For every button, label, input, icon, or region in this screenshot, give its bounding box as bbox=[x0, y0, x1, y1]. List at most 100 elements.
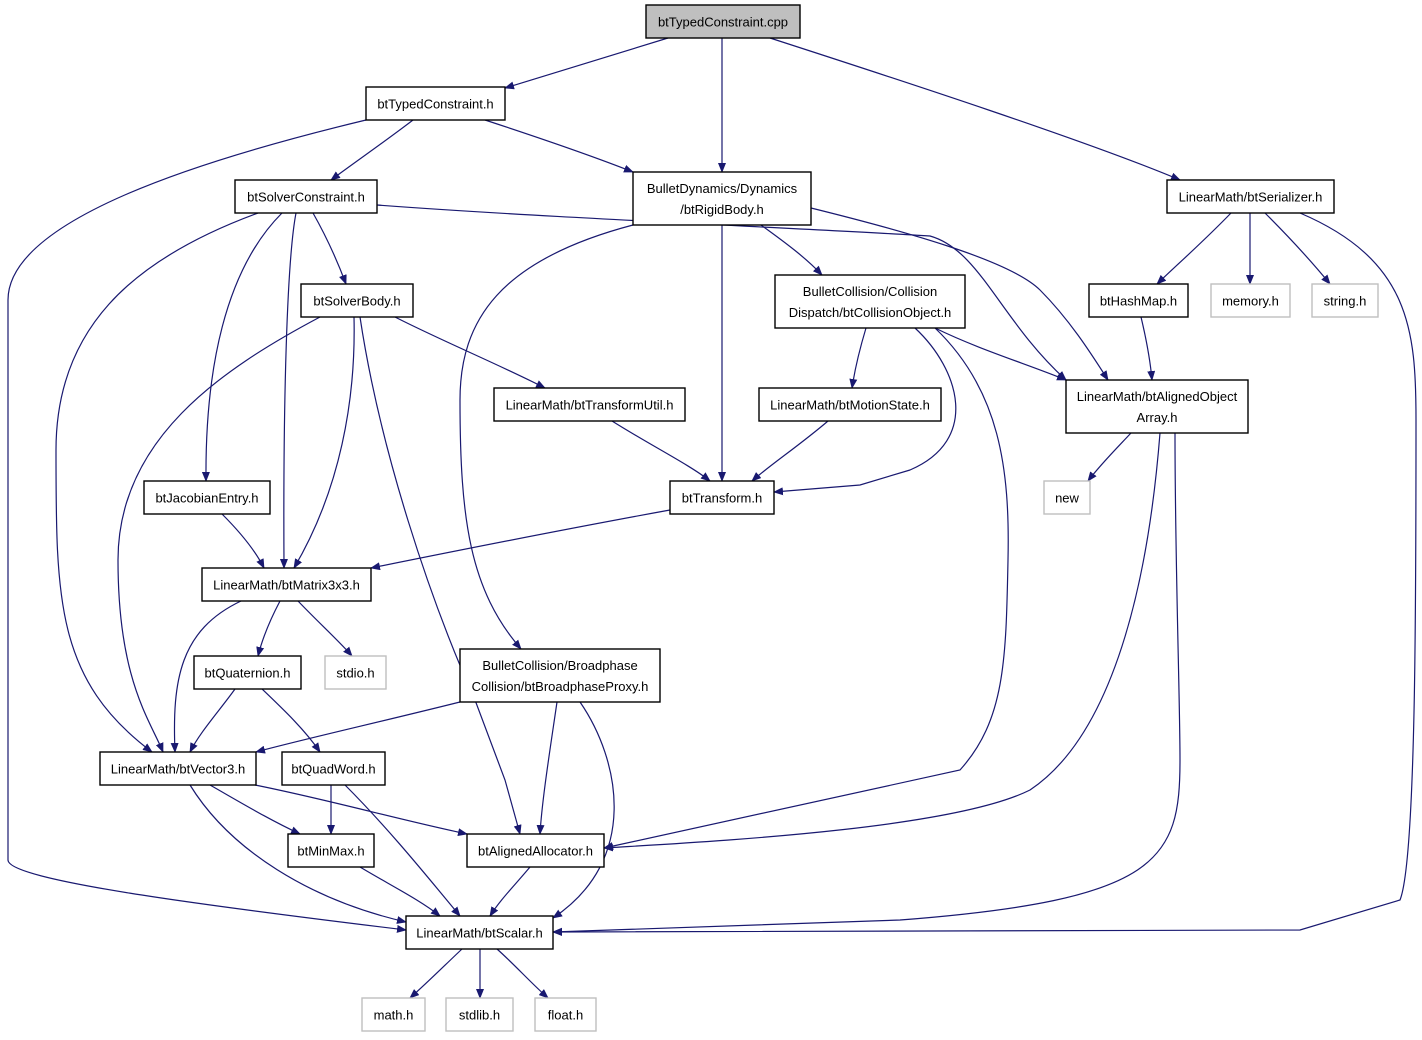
node-box bbox=[534, 997, 597, 1032]
edge-motionstate-to-transform bbox=[751, 420, 829, 482]
edge-vector3-to-minmax bbox=[209, 784, 301, 835]
node-box bbox=[287, 833, 375, 868]
edge-broadphase-to-alignedalloc bbox=[536, 701, 558, 835]
node-label: btTransform.h bbox=[682, 491, 762, 506]
node-label: btMinMax.h bbox=[297, 844, 364, 859]
edge-typed_h-to-scalar bbox=[7, 119, 407, 933]
edge-alignedalloc-to-scalar bbox=[489, 866, 531, 917]
node-label: LinearMath/btAlignedObject bbox=[1077, 389, 1238, 404]
node-box bbox=[99, 751, 257, 786]
edge-typed_cpp-to-serializer bbox=[769, 37, 1181, 181]
node-label: btHashMap.h bbox=[1100, 294, 1177, 309]
node-label: float.h bbox=[548, 1008, 583, 1023]
edge-scalar-to-math bbox=[409, 948, 463, 999]
node-layer: btTypedConstraint.cpp btTypedConstraint.h… bbox=[99, 4, 1379, 1032]
node-label: BulletCollision/Broadphase bbox=[482, 658, 637, 673]
node-transform[interactable]: btTransform.h bbox=[669, 480, 775, 515]
node-box bbox=[361, 997, 426, 1032]
node-vector3[interactable]: LinearMath/btVector3.h bbox=[99, 751, 257, 786]
edge-broadphase-to-scalar bbox=[552, 701, 615, 919]
edge-rigidbody-to-broadphase bbox=[459, 224, 634, 650]
node-label: memory.h bbox=[1222, 294, 1279, 309]
edge-jacobian-to-matrix3x3 bbox=[221, 513, 265, 569]
node-typed-h[interactable]: btTypedConstraint.h bbox=[365, 86, 506, 121]
node-label: Collision/btBroadphaseProxy.h bbox=[472, 679, 649, 694]
edge-alignedarray-to-alignedalloc bbox=[603, 432, 1161, 852]
edge-serializer-to-hashmap bbox=[1156, 212, 1232, 285]
edge-solverconstraint-to-matrix3x3 bbox=[279, 212, 297, 569]
node-box bbox=[1166, 179, 1335, 214]
node-math: math.h bbox=[361, 997, 426, 1032]
node-solverbody[interactable]: btSolverBody.h bbox=[300, 283, 414, 318]
node-label: Array.h bbox=[1137, 410, 1178, 425]
node-box bbox=[669, 480, 775, 515]
node-box bbox=[445, 997, 514, 1032]
edge-solverbody-to-matrix3x3 bbox=[293, 316, 355, 569]
edge-quaternion-to-quadword bbox=[261, 688, 321, 753]
node-serializer[interactable]: LinearMath/btSerializer.h bbox=[1166, 179, 1335, 214]
edge-rigidbody-to-collisionobject bbox=[760, 224, 823, 276]
node-typed-cpp[interactable]: btTypedConstraint.cpp bbox=[645, 4, 801, 39]
node-box bbox=[645, 4, 801, 39]
edge-solverbody-to-transformutil bbox=[394, 316, 546, 389]
node-label: LinearMath/btMotionState.h bbox=[770, 398, 930, 413]
node-label: btQuadWord.h bbox=[291, 762, 375, 777]
node-label: btSolverBody.h bbox=[313, 294, 400, 309]
node-box bbox=[1088, 283, 1189, 318]
edge-transform-to-matrix3x3 bbox=[370, 509, 671, 571]
node-alignedalloc[interactable]: btAlignedAllocator.h bbox=[466, 833, 605, 868]
edge-matrix3x3-to-quaternion bbox=[256, 600, 281, 657]
edge-hashmap-to-alignedarray bbox=[1140, 316, 1156, 381]
node-motionstate[interactable]: LinearMath/btMotionState.h bbox=[758, 387, 942, 422]
edge-serializer-to-scalar bbox=[552, 212, 1417, 936]
edge-scalar-to-float bbox=[496, 948, 549, 999]
node-stdlib: stdlib.h bbox=[445, 997, 514, 1032]
edge-matrix3x3-to-stdio bbox=[297, 600, 353, 657]
edge-broadphase-to-vector3 bbox=[255, 701, 461, 754]
node-quadword[interactable]: btQuadWord.h bbox=[281, 751, 386, 786]
node-minmax[interactable]: btMinMax.h bbox=[287, 833, 375, 868]
edge-quaternion-to-vector3 bbox=[189, 688, 236, 753]
edge-serializer-to-string bbox=[1264, 212, 1331, 285]
edge-collisionobject-to-motionstate bbox=[849, 327, 867, 389]
edge-rigidbody-to-alignedarray bbox=[810, 207, 1109, 381]
node-transformutil[interactable]: LinearMath/btTransformUtil.h bbox=[493, 387, 686, 422]
node-jacobian[interactable]: btJacobianEntry.h bbox=[143, 480, 271, 515]
node-box bbox=[493, 387, 686, 422]
node-stdio: stdio.h bbox=[324, 655, 387, 690]
node-label: LinearMath/btSerializer.h bbox=[1179, 190, 1323, 205]
node-float: float.h bbox=[534, 997, 597, 1032]
edge-solverconstraint-to-solverbody bbox=[312, 212, 347, 285]
node-new: new bbox=[1043, 480, 1091, 515]
node-box bbox=[632, 171, 812, 226]
node-collisionobject[interactable]: BulletCollision/CollisionDispatch/btColl… bbox=[774, 274, 966, 329]
node-quaternion[interactable]: btQuaternion.h bbox=[193, 655, 302, 690]
node-solverconstraint[interactable]: btSolverConstraint.h bbox=[234, 179, 378, 214]
node-matrix3x3[interactable]: LinearMath/btMatrix3x3.h bbox=[201, 567, 372, 602]
edge-collisionobject-to-alignedalloc bbox=[603, 327, 1009, 850]
node-rigidbody[interactable]: BulletDynamics/Dynamics/btRigidBody.h bbox=[632, 171, 812, 226]
edge-typed_h-to-rigidbody bbox=[484, 119, 634, 173]
node-label: btTypedConstraint.h bbox=[377, 97, 493, 112]
edge-collisionobject-to-transform bbox=[773, 327, 957, 496]
node-broadphase[interactable]: BulletCollision/BroadphaseCollision/btBr… bbox=[459, 648, 661, 703]
node-box bbox=[774, 274, 966, 329]
edge-matrix3x3-to-vector3 bbox=[170, 600, 242, 753]
node-label: string.h bbox=[1324, 294, 1367, 309]
node-label: LinearMath/btMatrix3x3.h bbox=[213, 578, 360, 593]
node-label: btSolverConstraint.h bbox=[247, 190, 365, 205]
edge-typed_h-to-solverconstraint bbox=[330, 119, 414, 181]
node-hashmap[interactable]: btHashMap.h bbox=[1088, 283, 1189, 318]
edge-vector3-to-scalar bbox=[189, 784, 407, 924]
node-label: LinearMath/btScalar.h bbox=[416, 926, 542, 941]
edge-minmax-to-scalar bbox=[359, 866, 441, 917]
node-box bbox=[1043, 480, 1091, 515]
node-label: BulletCollision/Collision bbox=[803, 284, 937, 299]
node-box bbox=[1210, 283, 1291, 318]
node-label: math.h bbox=[374, 1008, 414, 1023]
node-box bbox=[234, 179, 378, 214]
edge-solverbody-to-vector3 bbox=[117, 316, 321, 753]
node-scalar[interactable]: LinearMath/btScalar.h bbox=[405, 915, 554, 950]
